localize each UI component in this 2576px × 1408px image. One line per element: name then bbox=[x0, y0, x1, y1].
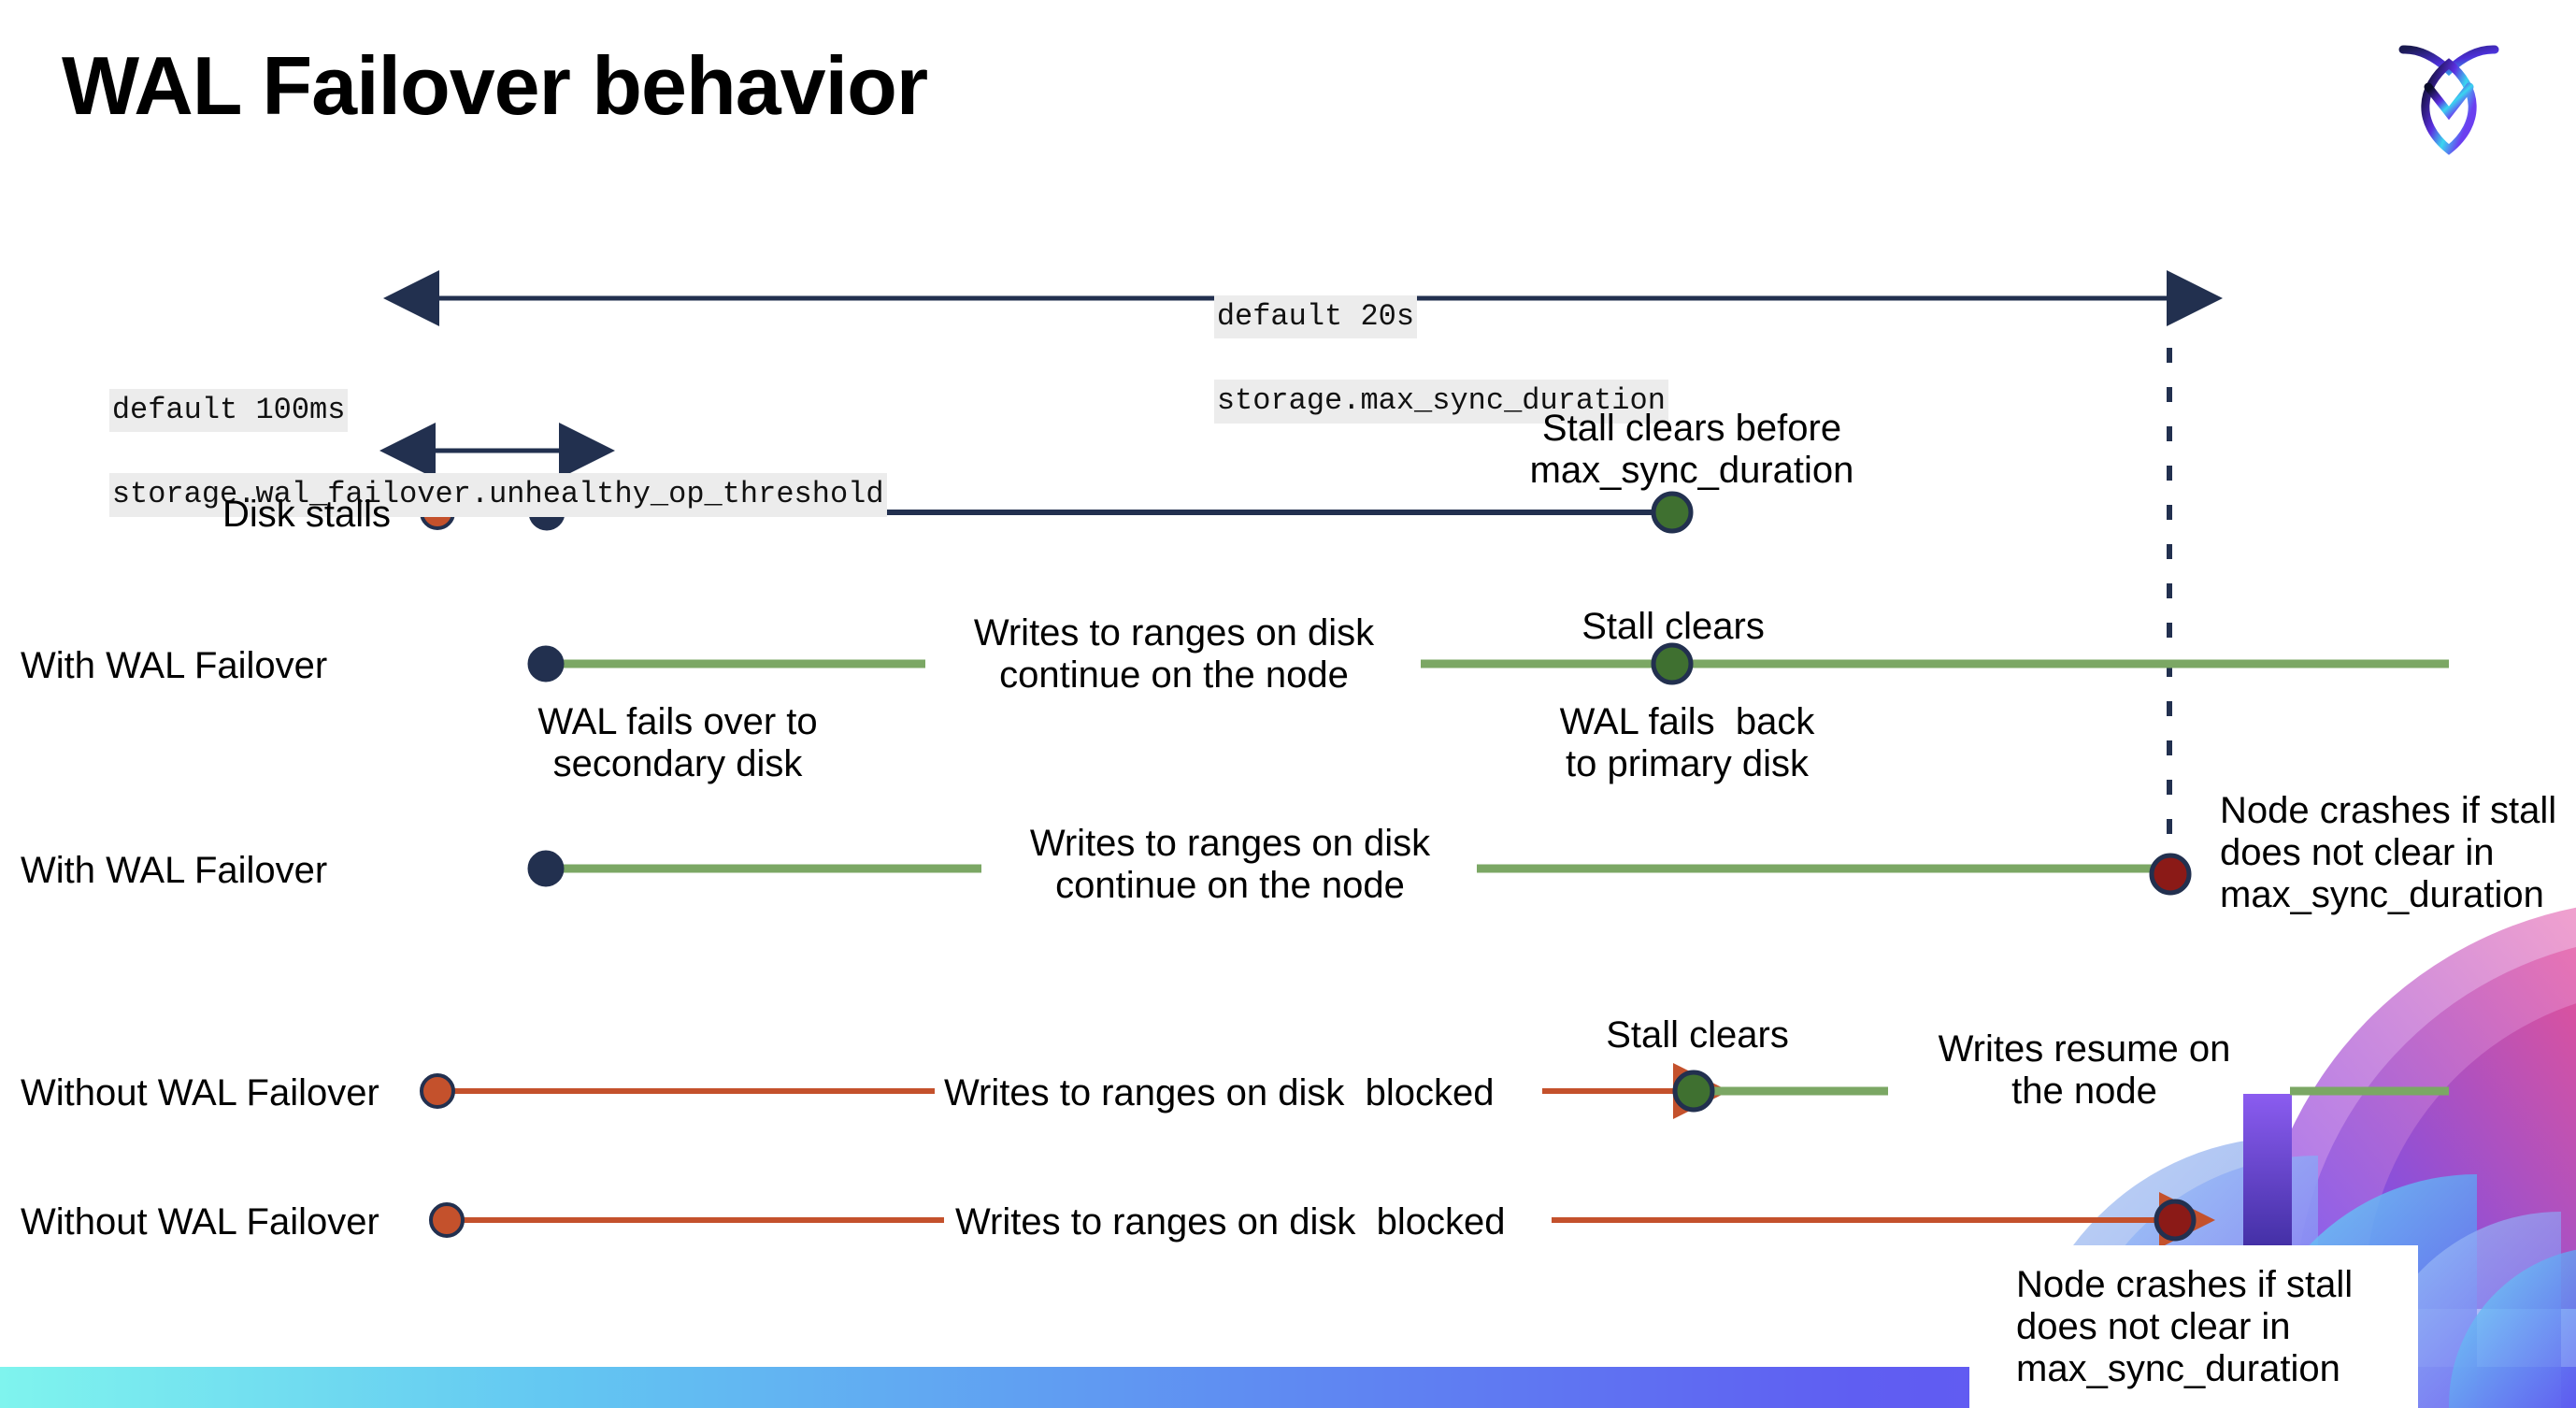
disk-stall-start-dot bbox=[420, 1073, 455, 1109]
row-label-without-wal-failover-1: Without WAL Failover bbox=[21, 1072, 379, 1113]
row-label-disk-stalls: Disk stalls bbox=[222, 494, 392, 535]
row-label-with-wal-failover-2: With WAL Failover bbox=[21, 850, 328, 891]
unhealthy-name-label: storage.wal_failover.unhealthy_op_thresh… bbox=[108, 473, 887, 517]
node-crash-dot bbox=[2154, 1199, 2197, 1242]
row-label-with-wal-failover-1: With WAL Failover bbox=[21, 645, 328, 686]
annotation-stall-clears-1: Stall clears bbox=[1581, 606, 1765, 647]
row-without-wal-failover-2-track bbox=[429, 1192, 2215, 1248]
disk-stall-start-dot bbox=[429, 1202, 465, 1238]
annotation-node-crashes-2: Node crashes if stall does not clear in … bbox=[2016, 1264, 2354, 1389]
wal-failover-start-dot bbox=[527, 850, 565, 887]
stall-clear-dot bbox=[1651, 642, 1694, 685]
max-sync-duration-setting: default 20s storage.max_sync_duration bbox=[1142, 254, 1668, 465]
unhealthy-op-threshold-setting: default 100ms storage.wal_failover.unhea… bbox=[37, 348, 887, 558]
annotation-writes-blocked-2: Writes to ranges on disk blocked bbox=[955, 1201, 1506, 1243]
annotation-writes-continue-2: Writes to ranges on disk continue on the… bbox=[1029, 823, 1431, 906]
stall-clear-dot bbox=[1651, 491, 1694, 534]
row-label-without-wal-failover-2: Without WAL Failover bbox=[21, 1201, 379, 1243]
row-with-wal-failover-2-track bbox=[527, 850, 2192, 896]
annotation-node-crashes-1: Node crashes if stall does not clear in … bbox=[2220, 790, 2557, 915]
unhealthy-default-label: default 100ms bbox=[108, 389, 349, 433]
annotation-wal-fails-over: WAL fails over to secondary disk bbox=[537, 701, 818, 784]
max-sync-name-label: storage.max_sync_duration bbox=[1213, 380, 1668, 424]
cockroachdb-logo bbox=[2388, 33, 2510, 159]
annotation-wal-fails-back: WAL fails back to primary disk bbox=[1559, 701, 1815, 784]
annotation-writes-resume: Writes resume on the node bbox=[1938, 1028, 2231, 1112]
annotation-stall-clears-2: Stall clears bbox=[1606, 1014, 1789, 1056]
wal-failover-start-dot bbox=[527, 645, 565, 682]
node-crash-dot bbox=[2149, 853, 2192, 896]
annotation-writes-blocked-1: Writes to ranges on disk blocked bbox=[944, 1072, 1495, 1113]
node-crash-note-backdrop bbox=[1969, 1245, 2418, 1408]
row-with-wal-failover-1-track bbox=[527, 642, 2449, 685]
row-without-wal-failover-1-track bbox=[420, 1063, 2449, 1119]
stall-clear-dot bbox=[1672, 1070, 1715, 1113]
annotation-writes-continue-1: Writes to ranges on disk continue on the… bbox=[973, 612, 1375, 696]
max-sync-default-label: default 20s bbox=[1213, 295, 1418, 339]
annotation-stall-clears-before: Stall clears before max_sync_duration bbox=[1529, 408, 1854, 491]
page-title: WAL Failover behavior bbox=[62, 39, 928, 132]
